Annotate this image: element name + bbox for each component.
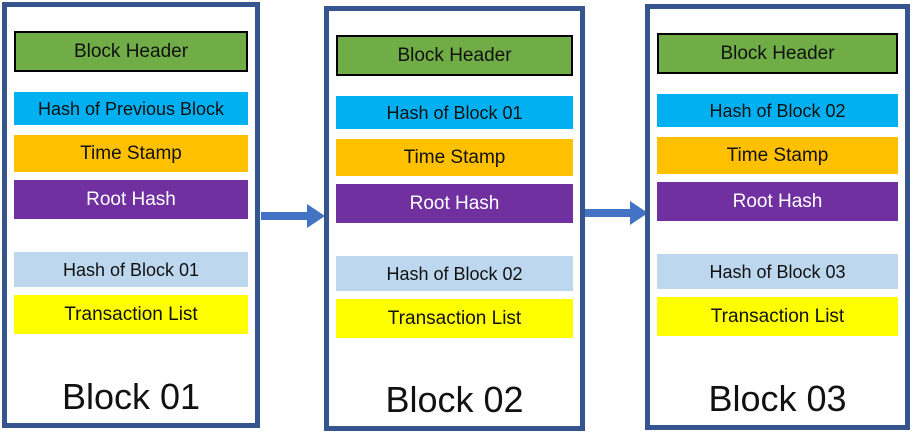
transaction-list-label: Transaction List <box>387 308 522 329</box>
block-hash-label: Hash of Block 03 <box>709 261 846 282</box>
block-hash-box: Hash of Block 03 <box>657 254 898 289</box>
block-header-box: Block Header <box>336 35 573 76</box>
arrow-head <box>630 201 648 225</box>
timestamp-box: Time Stamp <box>336 139 573 176</box>
block-hash-label: Hash of Block 02 <box>386 263 523 284</box>
block-header-label: Block Header <box>73 41 189 62</box>
block-hash-label: Hash of Block 01 <box>62 259 200 280</box>
transaction-list-box: Transaction List <box>336 299 573 338</box>
arrow-head <box>307 204 325 228</box>
block-hash-box: Hash of Block 01 <box>14 252 248 287</box>
block-03-container: Block Header Hash of Block 02 Time Stamp… <box>645 4 910 430</box>
arrow-shaft <box>585 209 631 217</box>
root-hash-box: Root Hash <box>14 180 248 219</box>
timestamp-label: Time Stamp <box>403 147 506 168</box>
block-title: Block 02 <box>385 379 524 421</box>
root-hash-label: Root Hash <box>732 191 823 212</box>
transaction-list-box: Transaction List <box>657 297 898 336</box>
block-hash-box: Hash of Block 02 <box>336 256 573 291</box>
root-hash-box: Root Hash <box>657 182 898 221</box>
previous-hash-box: Hash of Block 02 <box>657 94 898 127</box>
block-header-label: Block Header <box>397 45 512 66</box>
timestamp-box: Time Stamp <box>14 135 248 172</box>
previous-hash-label: Hash of Previous Block <box>37 98 225 119</box>
transaction-list-label: Transaction List <box>710 306 845 327</box>
block-header-label: Block Header <box>720 43 835 64</box>
root-hash-label: Root Hash <box>86 189 176 210</box>
previous-hash-label: Hash of Block 02 <box>709 100 846 121</box>
timestamp-label: Time Stamp <box>726 145 829 166</box>
block-02-container: Block Header Hash of Block 01 Time Stamp… <box>324 6 585 431</box>
transaction-list-box: Transaction List <box>14 295 248 334</box>
root-hash-label: Root Hash <box>409 193 500 214</box>
block-title: Block 03 <box>708 378 847 420</box>
arrow-shaft <box>261 212 308 220</box>
block-title: Block 01 <box>61 376 201 418</box>
block-01-container: Block Header Hash of Previous Block Time… <box>2 2 260 428</box>
block-header-box: Block Header <box>14 31 248 72</box>
timestamp-box: Time Stamp <box>657 137 898 174</box>
previous-hash-box: Hash of Previous Block <box>14 92 248 125</box>
previous-hash-label: Hash of Block 01 <box>386 102 523 123</box>
previous-hash-box: Hash of Block 01 <box>336 96 573 129</box>
block-header-box: Block Header <box>657 33 898 74</box>
transaction-list-label: Transaction List <box>64 304 198 325</box>
arrow-right-icon <box>585 201 648 225</box>
timestamp-label: Time Stamp <box>80 143 182 164</box>
root-hash-box: Root Hash <box>336 184 573 223</box>
arrow-right-icon <box>261 204 325 228</box>
